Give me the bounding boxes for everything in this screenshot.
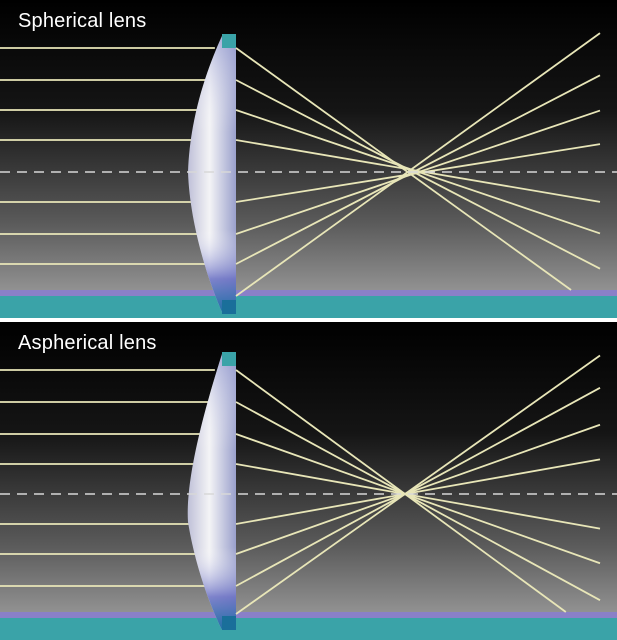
refracted-ray — [235, 74, 601, 265]
refracted-ray — [235, 423, 601, 555]
panel-title: Aspherical lens — [18, 332, 157, 354]
base-bar — [0, 618, 617, 640]
base-stripe — [0, 290, 617, 296]
background — [0, 322, 617, 640]
plano-convex-lens-icon — [188, 34, 236, 314]
refracted-ray — [235, 32, 601, 297]
plano-convex-lens-icon — [187, 352, 236, 630]
base-bar — [0, 296, 617, 318]
aspherical-lens-panel: Aspherical lens — [0, 322, 617, 640]
base-stripe — [0, 612, 617, 618]
refracted-rays — [235, 354, 601, 615]
refracted-ray — [235, 139, 601, 203]
background — [0, 0, 617, 318]
spherical-lens-panel: Spherical lens — [0, 0, 617, 318]
refracted-ray — [235, 401, 601, 601]
aspherical-lens-diagram — [0, 322, 617, 640]
refracted-ray — [235, 354, 601, 615]
refracted-ray — [235, 387, 601, 587]
panel-title: Spherical lens — [18, 10, 147, 32]
refracted-ray — [235, 79, 601, 270]
refracted-ray — [235, 458, 601, 525]
refracted-ray — [235, 433, 601, 565]
refracted-ray — [235, 463, 601, 530]
spherical-lens-diagram — [0, 0, 617, 318]
